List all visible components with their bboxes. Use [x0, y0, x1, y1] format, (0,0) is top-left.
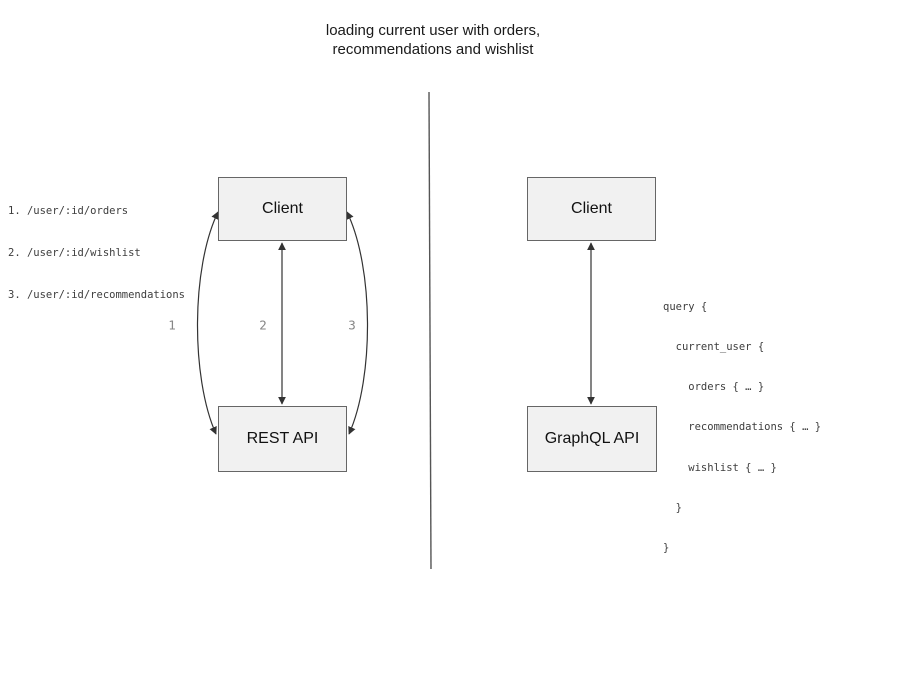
rest-endpoint-orders: 1. /user/:id/orders [8, 205, 129, 217]
rest-arrow-label-1: 1 [168, 317, 176, 333]
graphql-query-line: wishlist { … } [663, 461, 777, 474]
graphql-api-label: GraphQL API [544, 430, 640, 447]
graphql-api-node: GraphQL API [527, 406, 657, 472]
diagram-title-line1: loading current user with orders, [325, 22, 541, 39]
graphql-query-snippet: query { current_user { orders { … } reco… [663, 274, 821, 582]
rest-arrow-label-3: 3 [348, 317, 356, 333]
rest-client-label: Client [262, 200, 303, 217]
rest-api-node: REST API [218, 406, 347, 472]
graphql-client-node: Client [527, 177, 656, 241]
diagram-title-line2: recommendations and wishlist [332, 41, 534, 58]
rest-api-label: REST API [246, 430, 319, 447]
rest-endpoint-recommendations: 3. /user/:id/recommendations [8, 289, 186, 301]
graphql-query-line: } [663, 542, 670, 555]
rest-arrow-1-curve [196, 211, 219, 435]
graphql-query-line: } [663, 501, 682, 514]
graphql-query-line: recommendations { … } [663, 421, 822, 434]
graphql-query-line: current_user { [663, 341, 765, 354]
rest-arrow-label-2: 2 [259, 317, 267, 333]
rest-endpoint-list: 1. /user/:id/orders 2. /user/:id/wishlis… [8, 176, 185, 330]
panel-divider-line [428, 91, 432, 570]
rest-endpoint-wishlist: 2. /user/:id/wishlist [8, 247, 141, 259]
graphql-query-line: query { [663, 300, 708, 313]
graphql-client-label: Client [571, 200, 612, 217]
graphql-query-line: orders { … } [663, 381, 765, 394]
diagram-title: loading current user with orders, recomm… [0, 21, 866, 59]
rest-client-node: Client [218, 177, 347, 241]
